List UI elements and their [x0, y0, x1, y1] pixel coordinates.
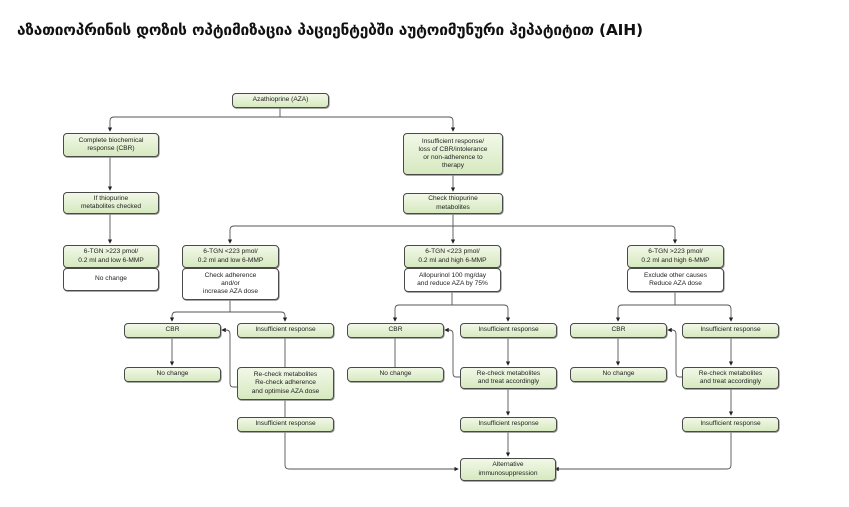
insufficient2-box-col2: Insufficient response — [237, 417, 334, 432]
insufficient-box-col4: Insufficient response — [682, 323, 779, 338]
cbr-box-col2: CBR — [124, 323, 221, 338]
connector-root-right — [280, 116, 456, 132]
cbr-box-col3: CBR — [347, 323, 444, 338]
insufficient-box-col3: Insufficient response — [460, 323, 557, 338]
no-change-box-col1: No change — [63, 268, 159, 291]
condition-box-col3: 6-TGN <223 pmol/ 0.2 ml and high 6-MMP — [404, 245, 501, 268]
no-change-box-col2: No change — [124, 367, 221, 382]
insufficient-box-col2: Insufficient response — [237, 323, 334, 338]
check-metabolites-box: Check thiopurine metabolites — [403, 193, 503, 214]
no-change-box-col3: No change — [347, 367, 444, 382]
cbr-box-col4: CBR — [570, 323, 667, 338]
root-azathioprine-box: Azathioprine (AZA) — [232, 93, 329, 108]
recheck-box-col2: Re-check metabolites Re-check adherence … — [237, 367, 334, 400]
action-box-col4: Exclude other causes Reduce AZA dose — [627, 268, 724, 292]
connector-split-left — [227, 225, 453, 244]
connector-split-right — [453, 225, 678, 244]
insufficient2-box-col3: Insufficient response — [460, 417, 557, 432]
recheck-box-col4: Re-check metabolites and treat according… — [682, 367, 779, 389]
action-box-col3: Allopurinol 100 mg/day and reduce AZA by… — [404, 268, 501, 292]
recheck-box-col3: Re-check metabolites and treat according… — [460, 367, 557, 389]
insufficient-response-box: Insufficient response/ loss of CBR/intol… — [403, 133, 503, 175]
condition-box-col2: 6-TGN <223 pmol/ 0.2 ml and low 6-MMP — [182, 245, 279, 268]
condition-box-col4: 6-TGN >223 pmol/ 0.2 ml and high 6-MMP — [627, 245, 724, 268]
if-metabolites-checked-box: If thiopurine metabolites checked — [63, 192, 159, 214]
action-box-col2: Check adherence and/or increase AZA dose — [182, 268, 279, 300]
alternative-immunosuppression-box: Alternative immunosuppression — [460, 458, 556, 481]
insufficient2-box-col4: Insufficient response — [682, 417, 779, 432]
page-title: აზათიოპრინის დოზის ოპტიმიზაცია პაციენტებ… — [17, 21, 643, 39]
condition-box-col1: 6-TGN >223 pmol/ 0.2 ml and low 6-MMP — [63, 245, 159, 268]
no-change-box-col4: No change — [570, 367, 667, 382]
connector-root-left — [107, 116, 280, 132]
complete-biochemical-response-box: Complete biochemical response (CBR) — [63, 133, 159, 157]
